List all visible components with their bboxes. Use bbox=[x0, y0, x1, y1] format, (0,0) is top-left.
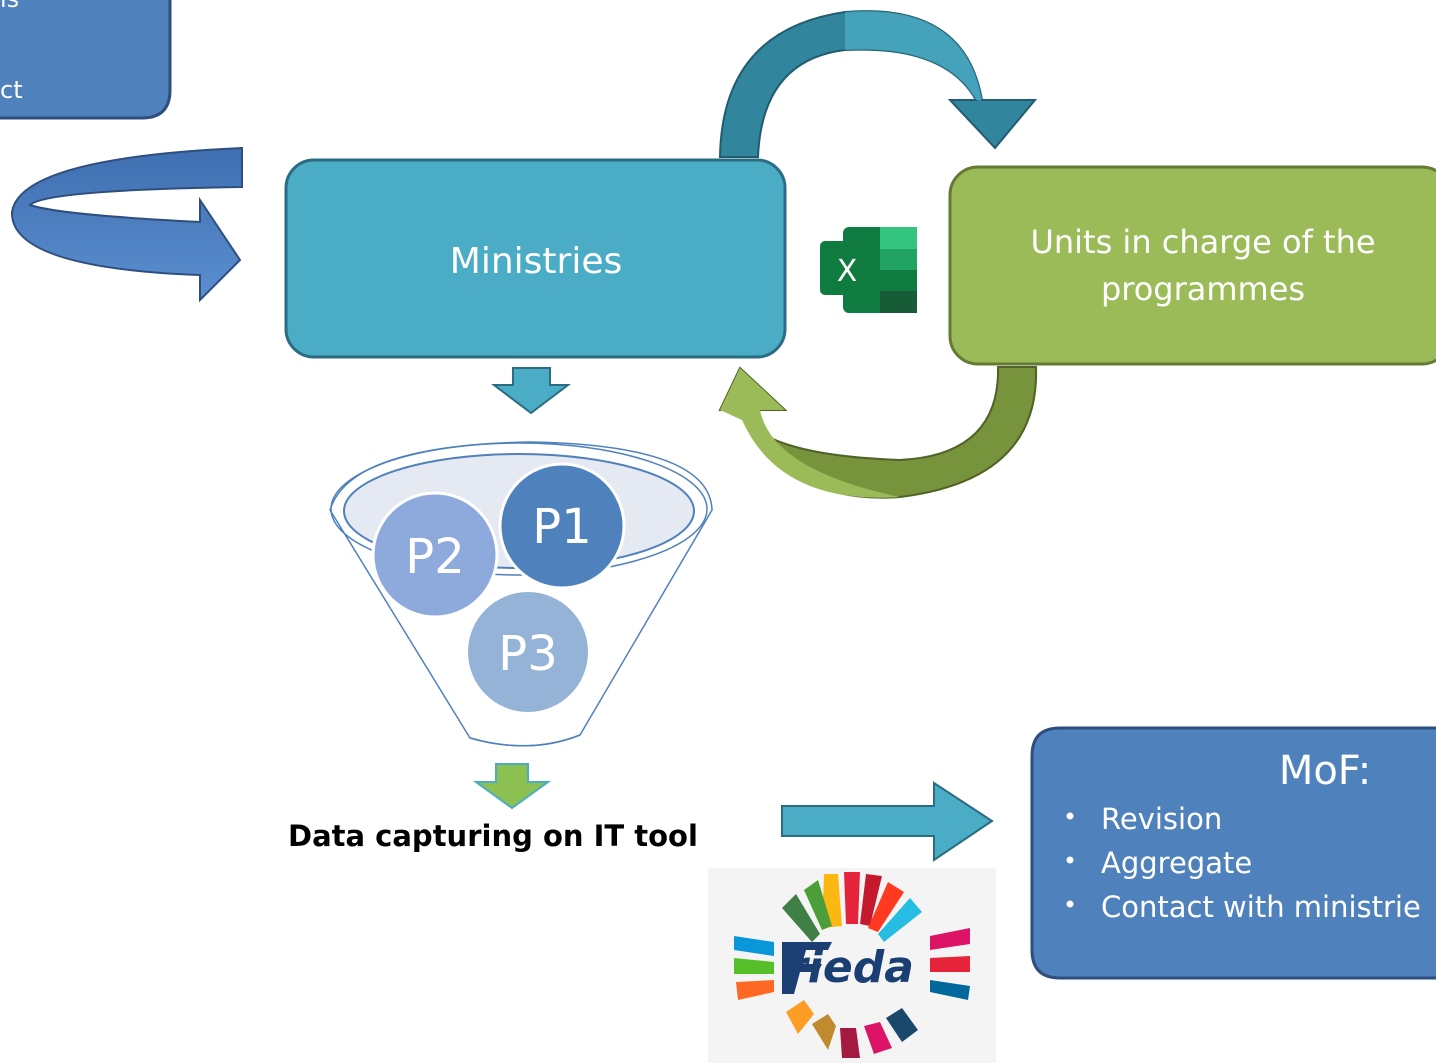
mof-box: MoF: Revision Aggregate Contact with min… bbox=[1030, 726, 1436, 980]
programme-p3-label: P3 bbox=[498, 626, 557, 682]
excel-icon: X bbox=[820, 227, 917, 313]
top-left-box-line1: is bbox=[0, 0, 19, 13]
mof-list: Revision Aggregate Contact with ministri… bbox=[1066, 802, 1421, 924]
programme-p1: P1 bbox=[498, 462, 626, 590]
excel-icon-letter: X bbox=[837, 254, 858, 289]
units-label-line2: programmes bbox=[1101, 270, 1305, 308]
arc-arrow-top bbox=[718, 10, 1038, 158]
mof-item-aggregate: Aggregate bbox=[1101, 846, 1252, 880]
frieda-logo: rieda bbox=[708, 868, 996, 1063]
programme-p1-label: P1 bbox=[532, 499, 591, 555]
units-box: Units in charge of the programmes bbox=[948, 165, 1436, 366]
arrow-to-mof bbox=[781, 781, 994, 862]
top-left-box: is ct bbox=[0, 0, 172, 120]
ministries-box: Ministries bbox=[284, 158, 787, 359]
programme-p3: P3 bbox=[468, 592, 588, 712]
mof-title: MoF: bbox=[1279, 748, 1371, 794]
units-label-line1: Units in charge of the bbox=[1030, 223, 1375, 261]
programme-p2-label: P2 bbox=[405, 529, 464, 585]
data-capture-label: Data capturing on IT tool bbox=[288, 819, 698, 853]
ministries-label: Ministries bbox=[450, 241, 622, 282]
loop-arrow-left bbox=[10, 146, 243, 303]
arc-arrow-bottom bbox=[718, 366, 1038, 499]
programme-p2: P2 bbox=[371, 491, 499, 619]
mof-item-revision: Revision bbox=[1101, 802, 1222, 836]
top-left-box-line2: ct bbox=[0, 76, 23, 104]
down-arrow-funnel bbox=[472, 763, 552, 810]
down-arrow-ministries bbox=[491, 367, 571, 415]
mof-item-contact: Contact with ministrie bbox=[1101, 890, 1421, 924]
